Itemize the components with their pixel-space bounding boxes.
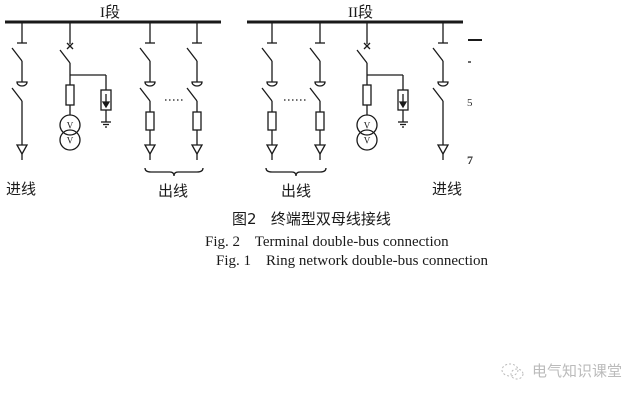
incoming-label-left: 进线	[6, 180, 36, 198]
disconnector-blade	[432, 87, 444, 102]
disconnector-blade	[432, 47, 444, 62]
fuse-icon	[192, 111, 202, 131]
pt-symbol: V	[364, 136, 371, 146]
plug-contact-icon	[266, 81, 278, 87]
margin-mark-7: 7	[467, 153, 473, 167]
disconnector-blade	[309, 87, 321, 102]
caption-chinese: 图2 终端型双母线接线	[232, 210, 391, 228]
transformer-winding-icon	[356, 129, 378, 151]
margin-mark-5: 5	[467, 97, 473, 109]
disconnector-blade	[11, 87, 23, 102]
watermark: 电气知识课堂	[500, 360, 622, 381]
disconnector-blade	[356, 49, 368, 64]
transformer-winding-icon	[59, 129, 81, 151]
disconnector-blade	[309, 47, 321, 62]
plug-contact-icon	[191, 81, 203, 87]
voltage-transformer-feeder: VV	[59, 23, 112, 151]
breaker-x	[66, 42, 74, 50]
fuse-icon	[65, 84, 75, 106]
caption-fig2: Fig. 2 Terminal double-bus connection	[205, 234, 449, 250]
cable-terminal-icon	[265, 144, 279, 156]
disconnector-blade	[186, 47, 198, 62]
outgoing-label-left: 出线	[158, 182, 188, 200]
fuse-icon	[267, 111, 277, 131]
outgoing-feeder	[261, 23, 279, 160]
pt-symbol: V	[67, 121, 74, 131]
bus-2-label: II段	[348, 4, 373, 21]
bus-1-label: I段	[100, 4, 120, 21]
pt-symbol: V	[67, 136, 74, 146]
wechat-icon	[501, 363, 524, 379]
arrow-icon	[398, 101, 408, 109]
disconnector-blade	[139, 47, 151, 62]
transformer-winding-icon	[59, 114, 81, 136]
caption-fig1: Fig. 1 Ring network double-bus connectio…	[216, 253, 489, 269]
disconnector-blade	[261, 47, 273, 62]
disconnector-blade	[59, 49, 71, 64]
outgoing-feeder	[186, 23, 204, 160]
arrow-icon	[101, 101, 111, 109]
fuse-icon	[145, 111, 155, 131]
fuse-icon	[362, 84, 372, 106]
incoming-feeder	[432, 23, 450, 160]
pt-symbol: V	[364, 121, 371, 131]
cable-terminal-icon	[190, 144, 204, 156]
cable-terminal-icon	[143, 144, 157, 156]
outgoing-feeder	[139, 23, 157, 160]
incoming-feeder	[11, 23, 29, 160]
watermark-text: 电气知识课堂	[532, 362, 623, 380]
outgoing-feeder	[309, 23, 327, 160]
disconnector-blade	[261, 87, 273, 102]
voltage-transformer-feeder: VV	[356, 23, 409, 151]
incoming-label-right: 进线	[432, 180, 462, 198]
fuse-icon	[315, 111, 325, 131]
disconnector-blade	[139, 87, 151, 102]
bus-section-1	[5, 20, 221, 24]
bus-section-2	[247, 20, 463, 24]
disconnector-blade	[11, 47, 23, 62]
plug-contact-icon	[144, 81, 156, 87]
group-brace	[144, 167, 204, 177]
transformer-winding-icon	[356, 114, 378, 136]
cable-terminal-icon	[313, 144, 327, 156]
plug-contact-icon	[16, 81, 28, 87]
outgoing-label-right: 出线	[281, 182, 311, 200]
plug-contact-icon	[437, 81, 449, 87]
cable-terminal-icon	[436, 144, 450, 156]
cable-terminal-icon	[15, 144, 29, 156]
group-brace	[265, 167, 327, 177]
disconnector-blade	[186, 87, 198, 102]
breaker-x	[363, 42, 371, 50]
plug-contact-icon	[314, 81, 326, 87]
